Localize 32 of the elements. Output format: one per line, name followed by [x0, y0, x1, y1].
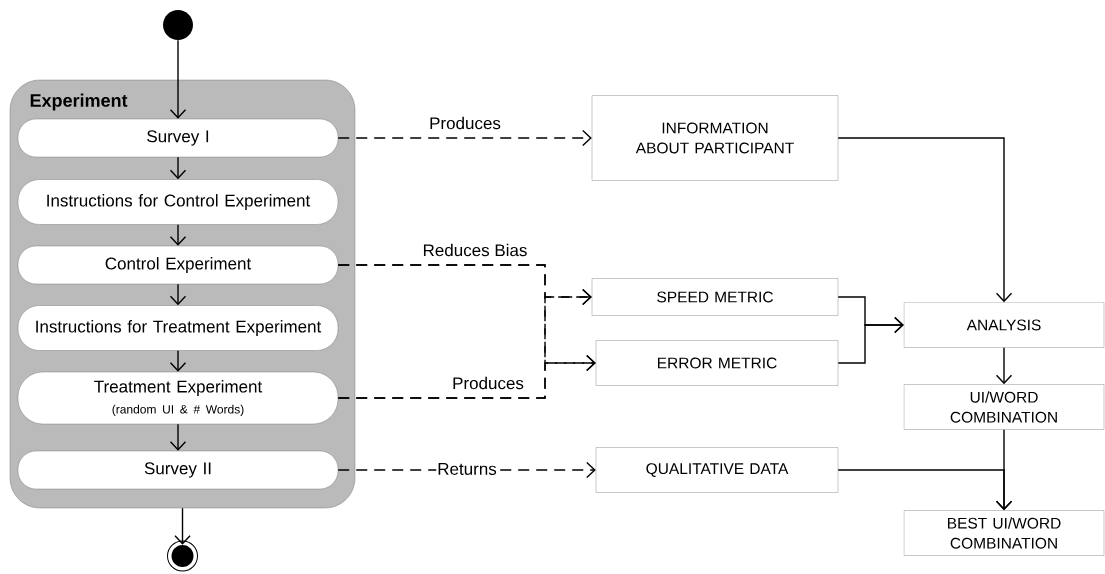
process-box: SPEED METRIC [591, 278, 839, 316]
edge-label: Returns [436, 462, 498, 476]
activity-box: Survey I [17, 118, 339, 158]
arrow [837, 469, 1013, 511]
arrow [337, 354, 596, 399]
arrow [169, 423, 187, 451]
arrow [174, 507, 191, 545]
arrow [837, 137, 1013, 303]
process-box: QUALITATIVE DATA [595, 447, 839, 493]
end-dot [167, 540, 198, 572]
arrow [169, 350, 187, 372]
arrow [169, 156, 187, 180]
arrow [169, 283, 187, 306]
arrow [169, 224, 187, 246]
process-box: ANALYSIS [903, 302, 1105, 348]
arrow [995, 347, 1013, 385]
process-box: ERROR METRIC [595, 340, 839, 386]
start-dot [163, 10, 193, 40]
edge-label: Produces [428, 115, 502, 131]
edge-label: Reduces Bias [421, 242, 529, 258]
activity-box: Treatment Experiment (random UI & # Words) [17, 371, 339, 425]
activity-box: Survey II [17, 450, 339, 490]
process-box: INFORMATION ABOUT PARTICIPANT [591, 95, 839, 181]
arrow [337, 129, 592, 147]
activity-box: Control Experiment [17, 245, 339, 285]
activity-box: Instructions for Treatment Experiment [17, 305, 339, 351]
activity-box: Instructions for Control Experiment [17, 179, 339, 225]
process-box: UI/WORD COMBINATION [903, 384, 1105, 430]
edge-label: Produces [451, 375, 525, 391]
process-box: BEST UI/WORD COMBINATION [903, 510, 1105, 556]
arrow [837, 316, 904, 364]
arrow [169, 39, 187, 119]
